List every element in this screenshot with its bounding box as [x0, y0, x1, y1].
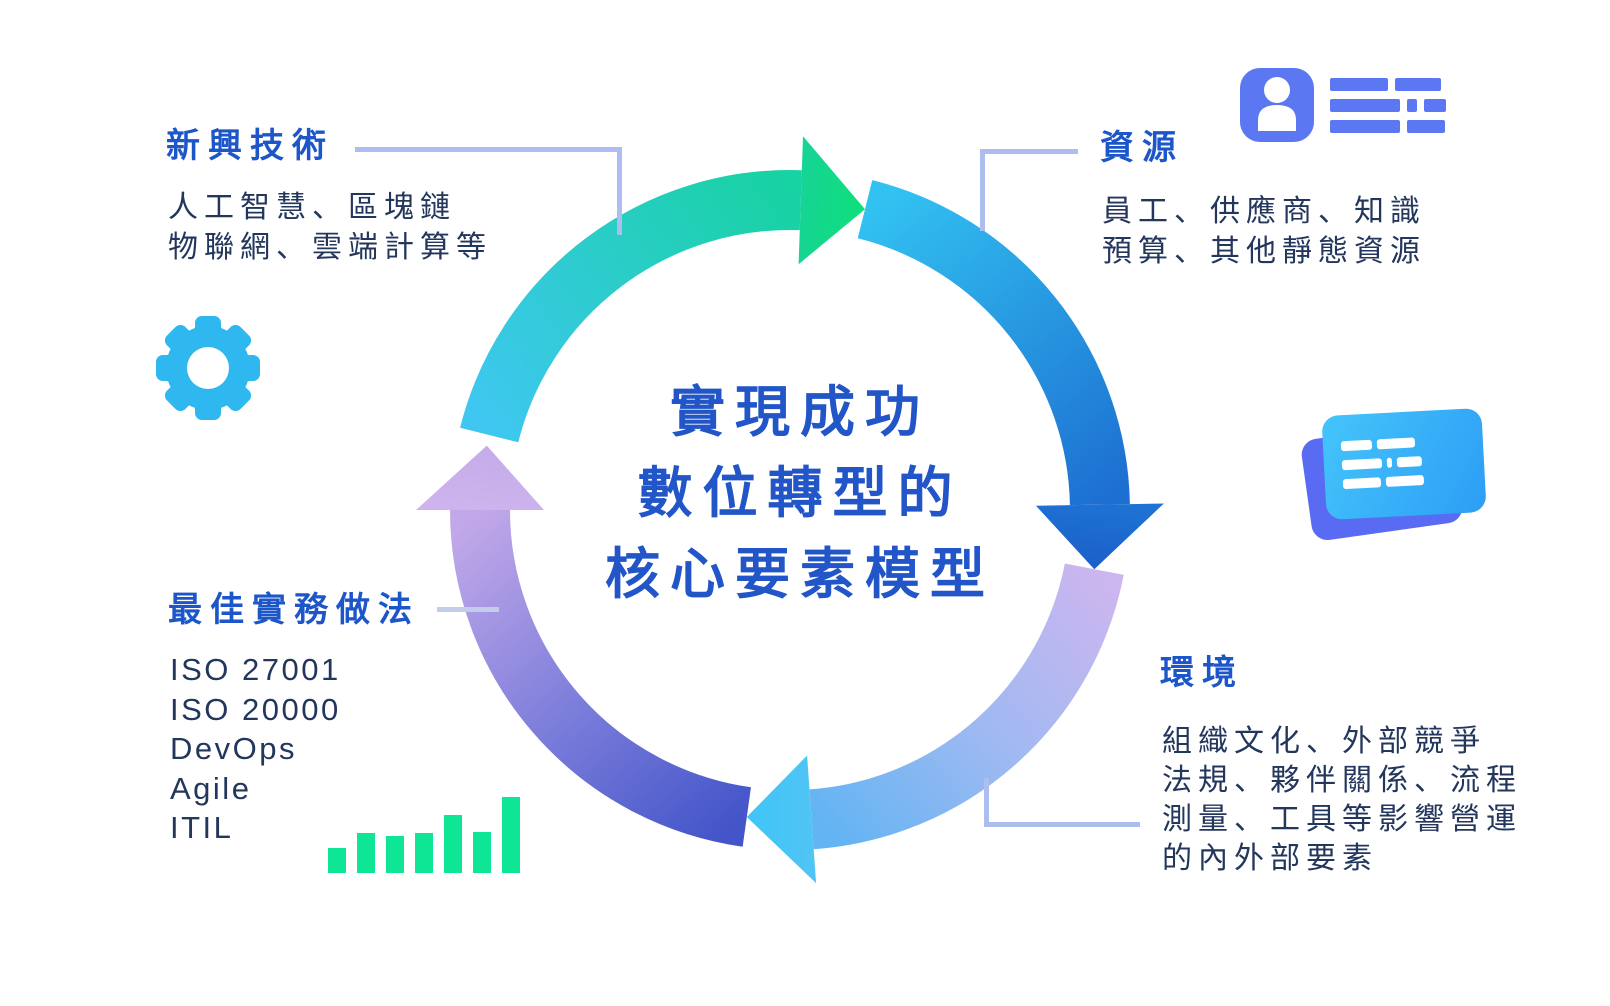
list-item: ISO 27001 — [170, 652, 341, 687]
connector-tech-horizontal — [355, 147, 622, 152]
cycle-ring — [416, 136, 1164, 884]
section-title-best-practices: 最佳實務做法 — [168, 591, 420, 629]
list-item: ITIL — [170, 810, 234, 845]
connector-resources-horizontal — [980, 149, 1078, 154]
connector-environment-horizontal — [984, 822, 1140, 827]
center-title-line: 實現成功 — [669, 381, 931, 443]
connector-practices-horizontal — [437, 607, 499, 612]
text-line: 物聯網、雲端計算等 — [168, 231, 492, 264]
id-card-line — [1330, 120, 1446, 133]
center-title: 實現成功 數位轉型的 核心要素模型 — [605, 372, 995, 615]
arrow-bottom-icon — [746, 755, 817, 884]
gear-icon — [156, 316, 260, 420]
section-title-environment: 環境 — [1160, 654, 1244, 692]
connector-tech-vertical — [617, 147, 622, 235]
list-item: ISO 20000 — [170, 691, 341, 727]
document-line — [1340, 437, 1422, 452]
text-line: 法規、夥伴關係、流程 — [1162, 764, 1522, 797]
document-line — [1342, 474, 1425, 490]
arrow-right-icon — [1035, 503, 1164, 570]
section-body-resources: 員工、供應商、知識 預算、其他靜態資源 — [1102, 192, 1426, 272]
list-item: Agile — [170, 770, 252, 806]
document-text-lines — [1340, 437, 1425, 490]
center-title-line: 數位轉型的 — [637, 462, 963, 524]
section-body-emerging-tech: 人工智慧、區塊鏈 物聯網、雲端計算等 — [168, 188, 492, 268]
id-card-line — [1330, 78, 1446, 91]
documents-icon — [1321, 407, 1487, 521]
bar-chart-icon — [328, 797, 520, 873]
section-body-environment: 組織文化、外部競爭 法規、夥伴關係、流程 測量、工具等影響營運 的內外部要素 — [1162, 722, 1522, 878]
id-card-icon — [1240, 68, 1314, 142]
text-line: 預算、其他靜態資源 — [1102, 235, 1426, 268]
id-card-line — [1330, 99, 1446, 112]
id-card-text-lines — [1330, 78, 1446, 133]
cycle-arc-top-left — [460, 170, 802, 443]
list-item: DevOps — [170, 731, 297, 766]
cycle-arc-top-right — [857, 180, 1130, 506]
document-line — [1341, 456, 1423, 471]
arrow-left-icon — [416, 445, 544, 510]
cycle-arc-bottom-right — [809, 563, 1124, 850]
connector-resources-vertical — [980, 149, 985, 231]
cycle-arc-bottom-left — [450, 509, 752, 847]
section-title-emerging-tech: 新興技術 — [166, 127, 334, 165]
text-line: 組織文化、外部競爭 — [1162, 725, 1486, 758]
text-line: 人工智慧、區塊鏈 — [168, 191, 456, 224]
text-line: 員工、供應商、知識 — [1102, 195, 1426, 228]
arrow-top-icon — [798, 136, 865, 265]
section-title-resources: 資源 — [1100, 129, 1184, 167]
center-title-line: 核心要素模型 — [604, 543, 996, 605]
connector-environment-vertical — [984, 778, 989, 826]
text-line: 測量、工具等影響營運 — [1162, 803, 1522, 836]
text-line: 的內外部要素 — [1162, 842, 1378, 875]
section-body-best-practices: ISO 27001 ISO 20000 DevOps Agile ITIL — [170, 650, 341, 848]
